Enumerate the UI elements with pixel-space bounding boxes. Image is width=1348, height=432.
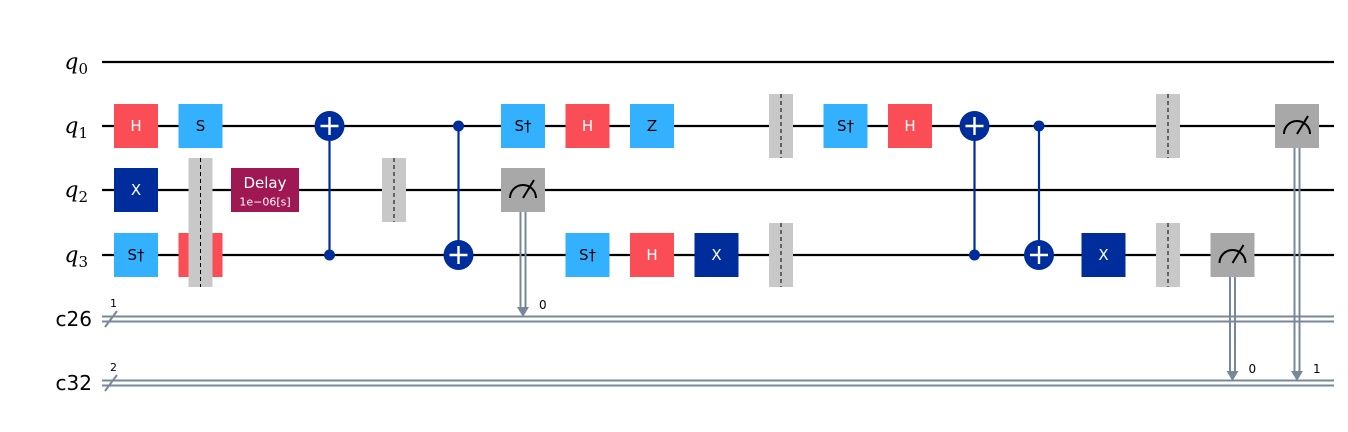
qubit-label: q2 <box>64 178 88 206</box>
measure-gate <box>1275 104 1319 148</box>
qubit-label-name: q <box>64 178 78 203</box>
bus-width: 1 <box>110 297 117 310</box>
qubit-label-name: q <box>64 243 78 268</box>
gate-label: S† <box>514 117 532 135</box>
gate-label: S† <box>837 117 855 135</box>
meter-needle <box>522 179 535 199</box>
delay-gate <box>231 168 299 212</box>
gate-label: S† <box>579 246 597 264</box>
gate-box <box>630 104 674 148</box>
gate-label: Z <box>647 117 657 135</box>
gate-box <box>630 233 674 277</box>
qubit-label-index: 1 <box>78 124 88 142</box>
bus-slash <box>104 374 118 392</box>
gate-box <box>178 104 223 148</box>
qubit-label: q3 <box>64 243 88 271</box>
measure-arrow <box>1291 371 1303 381</box>
gate-label: S <box>196 117 206 135</box>
gate-label: X <box>711 246 721 264</box>
bus-slash <box>104 310 118 328</box>
delay-title: Delay <box>243 174 286 192</box>
measure-bit-index: 0 <box>1249 362 1257 376</box>
measure-arrow <box>517 307 529 317</box>
meter-needle <box>1296 115 1309 135</box>
gate-label: X <box>1098 246 1108 264</box>
control-dot <box>453 120 464 132</box>
measure-bit-index: 0 <box>539 298 547 312</box>
qubit-label-name: q <box>64 50 78 75</box>
delay-value: 1e−06[s] <box>239 196 290 209</box>
meter-needle <box>1231 244 1245 264</box>
measure-arrow <box>1226 371 1239 381</box>
gate-box <box>565 233 610 277</box>
meter-icon <box>509 184 537 199</box>
gate-box <box>694 233 739 277</box>
wires-layer <box>102 60 1334 392</box>
gate-label: S† <box>127 246 145 264</box>
gate-box <box>823 104 868 148</box>
measure-bit-index: 1 <box>1313 362 1321 376</box>
gate-box <box>1081 233 1126 277</box>
gate-label: H <box>582 117 593 135</box>
gate-box <box>565 104 610 148</box>
qubit-label: q0 <box>64 50 88 78</box>
measure-gate <box>501 168 545 212</box>
classical-register-label: c32 <box>56 371 92 395</box>
measure-gate <box>1210 233 1255 277</box>
qubit-label: q1 <box>64 114 88 142</box>
control-dot <box>324 249 335 261</box>
gate-box <box>501 104 545 148</box>
qubit-label-index: 3 <box>78 253 88 271</box>
gate-box <box>114 233 158 277</box>
qubit-label-index: 2 <box>78 188 88 206</box>
meter-icon <box>1218 249 1247 264</box>
control-dot <box>969 249 980 261</box>
bus-width: 2 <box>110 361 117 374</box>
gate-box <box>114 104 158 148</box>
classical-register-label: c26 <box>56 307 92 331</box>
qubit-label-name: q <box>64 114 78 139</box>
gate-label: H <box>904 117 915 135</box>
control-dot <box>1033 120 1045 132</box>
gate-label: H <box>130 117 141 135</box>
qubit-label-index: 0 <box>78 60 88 78</box>
gate-box <box>114 168 158 212</box>
gate-label: X <box>131 181 141 199</box>
gate-label: H <box>646 246 657 264</box>
meter-icon <box>1283 120 1311 135</box>
gate-box <box>888 104 932 148</box>
